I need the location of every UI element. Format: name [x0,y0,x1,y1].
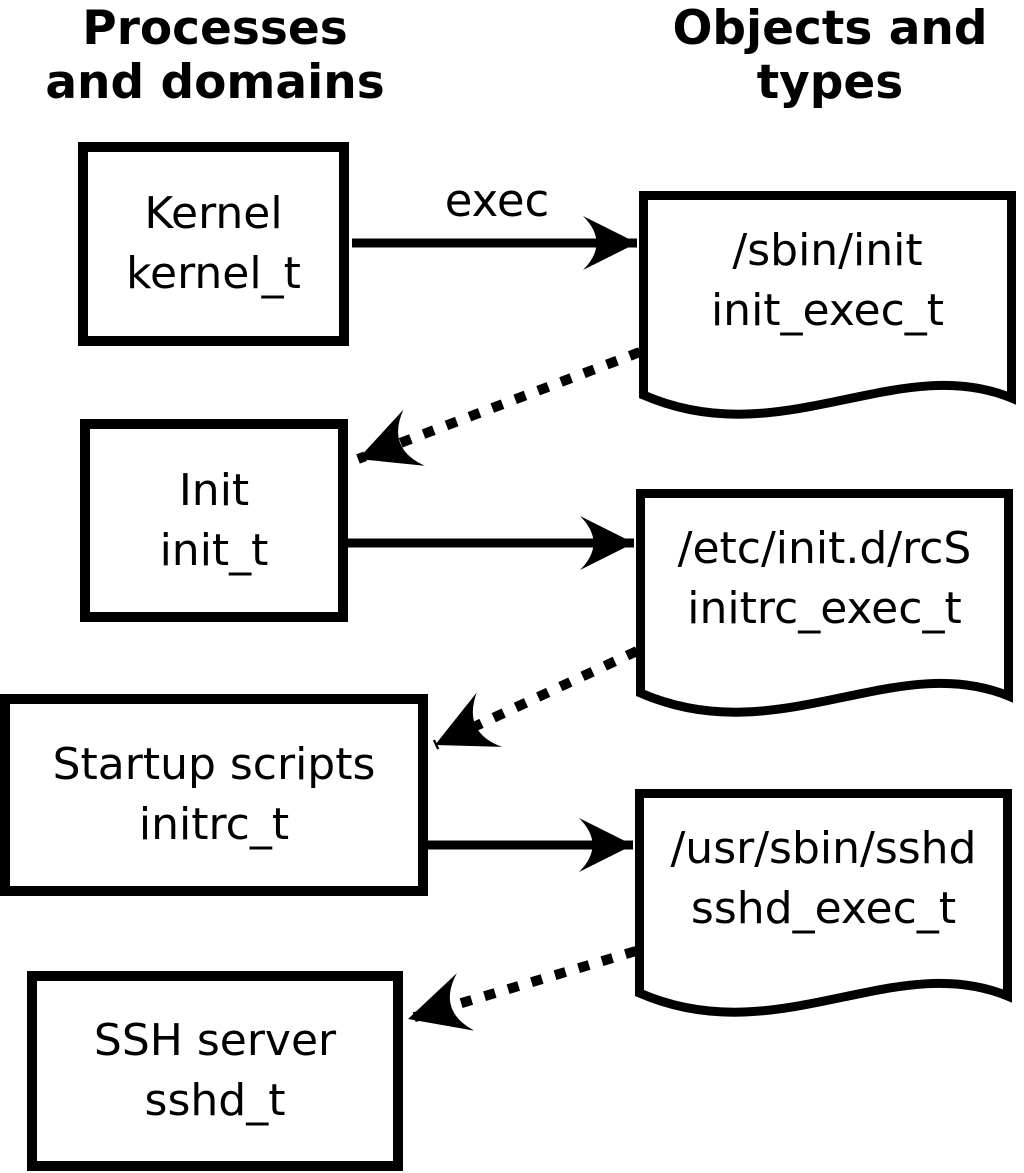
object-type: sshd_exec_t [690,883,957,934]
process-box-startup-scripts: Startup scripts initrc_t [0,694,428,896]
document-shape [639,191,1016,419]
process-domain: init_t [159,524,269,576]
object-doc-etc-initd-rcs: /etc/init.d/rcS initrc_exec_t [636,489,1013,731]
transition-arrow-to-startup-scripts [432,646,640,750]
header-line: and domains [45,55,385,110]
process-domain: initrc_t [138,799,290,850]
process-domain: kernel_t [126,248,301,299]
object-doc-sbin-init: /sbin/init init_exec_t [639,191,1016,433]
process-name: SSH server [93,1015,337,1066]
exec-arrow-label: exec [444,174,550,227]
object-path: /etc/init.d/rcS [677,523,972,574]
document-shape [635,789,1012,1017]
process-domain: sshd_t [144,1075,286,1126]
header-line: Objects and [672,1,988,56]
header-line: Processes [82,1,348,56]
process-box-ssh-server: SSH server sshd_t [27,971,403,1171]
transition-arrow-to-init [356,347,642,466]
process-box-init: Init init_t [80,419,348,622]
object-text: /sbin/init init_exec_t [639,221,1016,341]
process-name: Kernel [144,188,283,239]
object-text: /etc/init.d/rcS initrc_exec_t [636,519,1013,639]
column-header-objects: Objects and types [630,2,1024,110]
column-header-processes: Processes and domains [15,2,415,110]
object-type: initrc_exec_t [687,583,962,634]
process-name: Init [178,464,250,516]
header-line: types [756,55,904,110]
object-path: /sbin/init [732,225,923,276]
process-name: Startup scripts [52,739,376,790]
object-type: init_exec_t [710,285,945,336]
transition-arrow-to-ssh-server [406,946,638,1031]
document-shape [636,489,1013,717]
process-box-kernel: Kernel kernel_t [78,142,349,346]
object-path: /usr/sbin/sshd [670,823,977,874]
object-text: /usr/sbin/sshd sshd_exec_t [635,819,1012,939]
object-doc-usr-sbin-sshd: /usr/sbin/sshd sshd_exec_t [635,789,1012,1031]
